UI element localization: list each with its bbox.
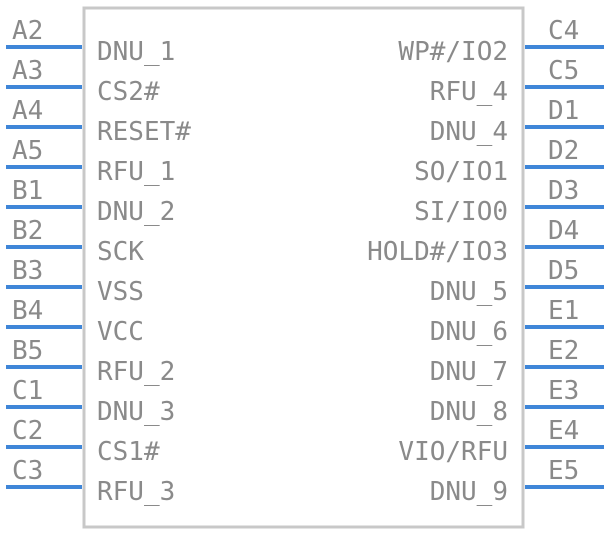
pin-number: C1 [12,376,43,406]
pin-label: RESET# [97,117,191,147]
pin-number: A2 [12,16,43,46]
pin-label: WP#/IO2 [398,37,508,67]
pin-number: A3 [12,56,43,86]
pin-label: RFU_1 [97,157,175,187]
pin-label: SI/IO0 [414,197,508,227]
pin-label: CS1# [97,437,160,467]
pin-label: CS2# [97,77,160,107]
pin-number: C4 [548,16,579,46]
pin-number: B4 [12,296,43,326]
pin-label: DNU_9 [430,477,508,507]
pin-number: B1 [12,176,43,206]
pin-label: DNU_8 [430,397,508,427]
pin-number: D4 [548,216,579,246]
pin-label: RFU_2 [97,357,175,387]
pin-number: D3 [548,176,579,206]
pin-label: DNU_5 [430,277,508,307]
pin-number: C5 [548,56,579,86]
pin-label: RFU_3 [97,477,175,507]
ic-body [82,6,525,529]
pin-label: DNU_3 [97,397,175,427]
pin-number: E3 [548,376,579,406]
pin-number: E4 [548,416,579,446]
pin-label: DNU_7 [430,357,508,387]
pin-number: D2 [548,136,579,166]
pin-label: VIO/RFU [398,437,508,467]
pin-number: E2 [548,336,579,366]
pin-label: SO/IO1 [414,157,508,187]
pin-number: B5 [12,336,43,366]
pin-number: E5 [548,456,579,486]
left-pins: A2DNU_1A3CS2#A4RESET#A5RFU_1B1DNU_2B2SCK… [6,16,191,507]
pin-number: A5 [12,136,43,166]
pin-label: DNU_6 [430,317,508,347]
pin-number: B3 [12,256,43,286]
pin-label: HOLD#/IO3 [367,237,508,267]
pin-label: DNU_1 [97,37,175,67]
pin-number: B2 [12,216,43,246]
pin-label: VSS [97,277,144,307]
pin-number: D5 [548,256,579,286]
pin-label: DNU_4 [430,117,508,147]
pin-number: C3 [12,456,43,486]
pin-label: DNU_2 [97,197,175,227]
pin-number: D1 [548,96,579,126]
pin-number: A4 [12,96,43,126]
right-pins: C4WP#/IO2C5RFU_4D1DNU_4D2SO/IO1D3SI/IO0D… [367,16,604,507]
pin-number: C2 [12,416,43,446]
pin-label: VCC [97,317,144,347]
pin-label: SCK [97,237,144,267]
pin-label: RFU_4 [430,77,508,107]
pin-number: E1 [548,296,579,326]
